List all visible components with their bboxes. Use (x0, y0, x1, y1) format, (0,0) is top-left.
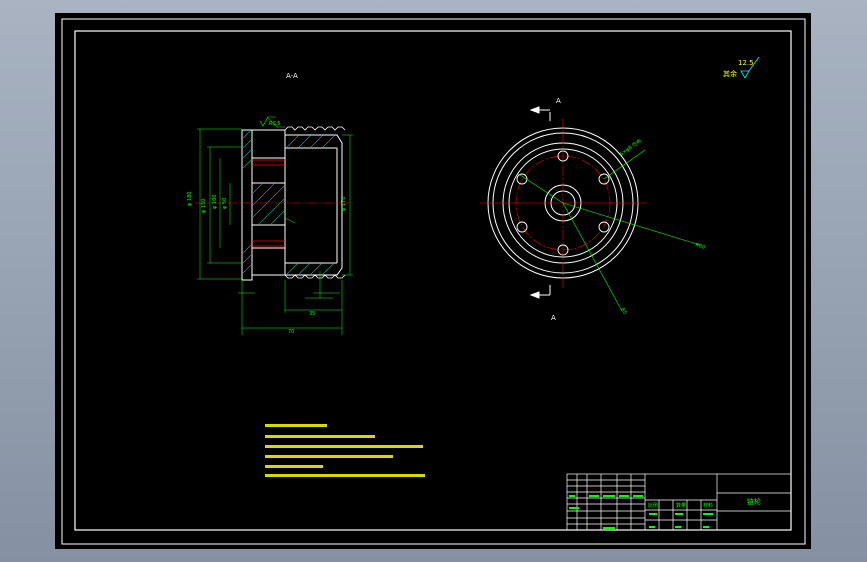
front-dim-text: 6×φ8 均布 R80 R5 (618, 137, 705, 315)
svg-text:6×φ8 均布: 6×φ8 均布 (618, 137, 643, 157)
drawing-frame (74, 30, 792, 531)
outer-sheet-border (61, 18, 806, 545)
svg-text:70: 70 (288, 329, 294, 335)
sprocket-teeth-top (284, 126, 346, 131)
svg-text:φ 170: φ 170 (341, 197, 347, 211)
technical-notes (265, 424, 425, 477)
material-label: 材料 (703, 502, 713, 509)
title-block (566, 473, 792, 531)
svg-text:φ 150: φ 150 (201, 199, 207, 213)
svg-text:R0.5: R0.5 (269, 121, 280, 127)
svg-text:R80: R80 (694, 242, 705, 251)
roughness-symbol (740, 56, 760, 79)
section-hatch (242, 129, 336, 275)
engineering-drawing: A-A (61, 18, 806, 545)
svg-text:R5: R5 (619, 307, 628, 316)
title-block-labels: 比例 数量 材料 (648, 502, 713, 509)
roughness-remaining-label: 其余 (723, 69, 737, 78)
cad-viewport[interactable]: A-A (55, 13, 811, 549)
quantity-label: 数量 (676, 502, 686, 509)
roughness-note: 12.5 其余 (723, 56, 760, 79)
section-dimensions (197, 116, 353, 335)
scale-label: 比例 (648, 502, 658, 509)
svg-text:φ 50: φ 50 (222, 198, 228, 209)
sprocket-teeth-bottom (284, 274, 346, 279)
section-hole-lines (252, 159, 285, 247)
roughness-value: 12.5 (738, 59, 754, 67)
section-cut-markers (529, 106, 551, 299)
svg-text:φ 100: φ 100 (212, 195, 218, 209)
section-view: A-A (187, 72, 355, 335)
svg-text:φ 180: φ 180 (187, 192, 193, 206)
section-roughness-symbol (259, 116, 276, 127)
section-dim-text: φ 180 φ 150 φ 100 φ 50 φ 170 70 35 R0.5 (187, 121, 347, 335)
svg-text:35: 35 (309, 311, 315, 317)
front-leaders (516, 149, 701, 312)
front-view: A A 6×φ8 均布 R80 R5 (480, 97, 706, 322)
part-name: 链轮 (747, 497, 761, 506)
cut-mark-label-top: A (556, 97, 561, 105)
section-view-label: A-A (286, 72, 298, 80)
title-block-fill-marks (569, 495, 713, 529)
cut-mark-label-bottom: A (551, 314, 556, 322)
